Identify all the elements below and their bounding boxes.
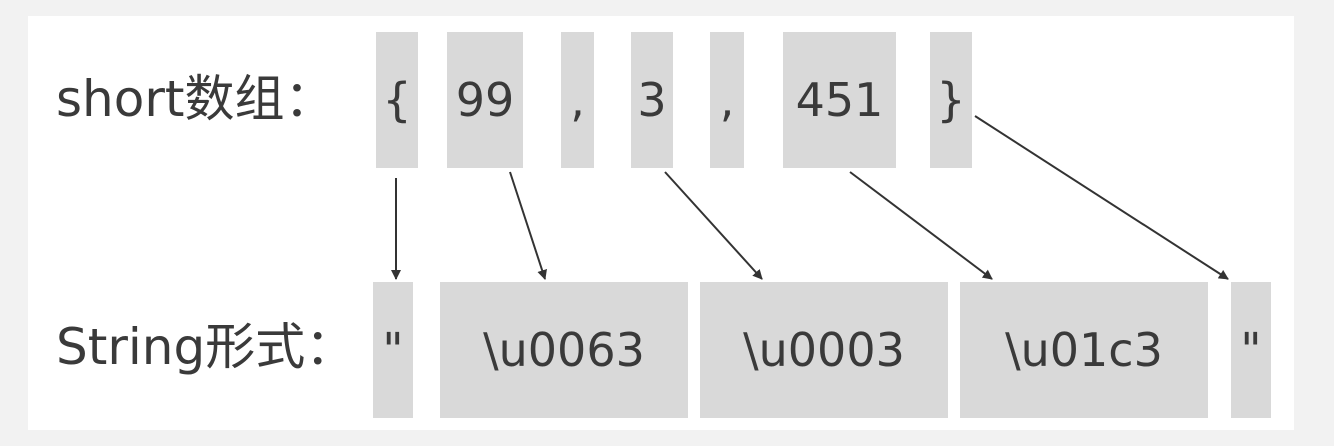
short-token-comma-2: , <box>710 32 744 168</box>
short-array-label: short数组： <box>56 70 335 128</box>
short-token-open-brace: { <box>376 32 418 168</box>
string-token-close-quote: " <box>1231 282 1271 418</box>
arrow-close-brace-to-quote <box>974 115 1229 280</box>
short-token-451: 451 <box>783 32 896 168</box>
arrow-99-to-u0063 <box>509 171 547 280</box>
string-token-open-quote: " <box>373 282 413 418</box>
string-form-label: String形式： <box>56 318 356 376</box>
string-token-u01c3: \u01c3 <box>960 282 1208 418</box>
short-token-3: 3 <box>631 32 673 168</box>
arrow-3-to-u0003 <box>664 171 763 280</box>
short-token-99: 99 <box>447 32 523 168</box>
string-token-u0003: \u0003 <box>700 282 948 418</box>
short-token-comma-1: , <box>561 32 594 168</box>
string-token-u0063: \u0063 <box>440 282 688 418</box>
short-token-close-brace: } <box>930 32 972 168</box>
arrow-451-to-u01c3 <box>849 171 993 280</box>
